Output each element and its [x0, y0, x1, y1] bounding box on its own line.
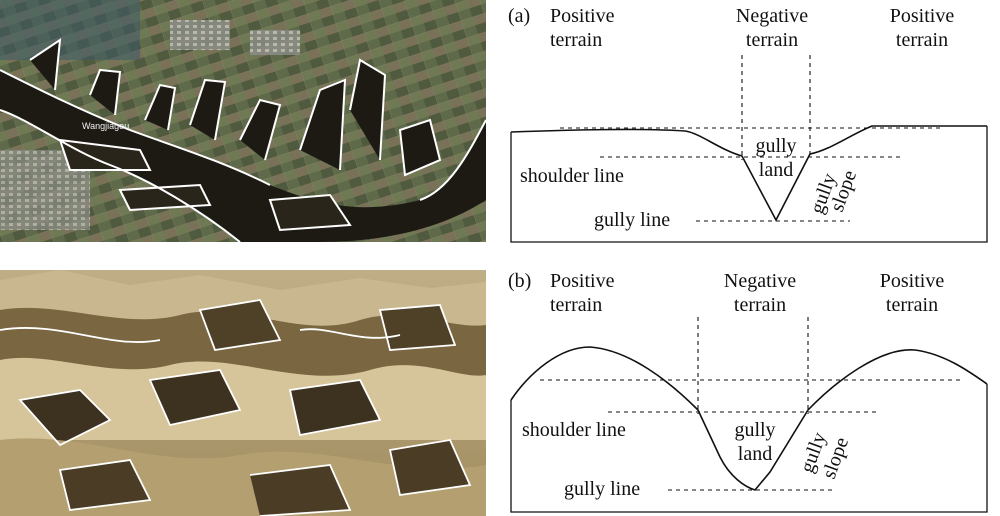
panel-b-gully-land-line1: gully [734, 419, 775, 441]
aerial-image [0, 270, 486, 516]
panel-b-right-region-line2: terrain [886, 294, 938, 316]
panel-b-middle-region-line1: Negative [724, 270, 796, 292]
panel-a-right-region-line1: Positive [890, 5, 955, 27]
aerial-gully-photo [0, 270, 486, 516]
panel-a-tag: (a) [508, 5, 530, 27]
panel-b-middle-region-line2: terrain [734, 294, 786, 316]
panel-a-middle-region-line1: Negative [736, 5, 808, 27]
panel-a-gully-slope-line2: slope [826, 167, 861, 214]
diagram-b: (b) Positive terrain Negative terrain Po… [490, 262, 1000, 516]
satellite-gully-photo: Wangjiagou [0, 0, 486, 242]
place-label: Wangjiagou [82, 121, 129, 131]
panel-a-right-region-line2: terrain [896, 29, 948, 51]
panel-b-dashed-guides [540, 317, 960, 491]
panel-b-tag: (b) [508, 270, 531, 292]
panel-b-gully-line-label: gully line [564, 478, 640, 500]
panel-a-gully-land-line2: land [759, 159, 793, 181]
panel-b-left-region-line2: terrain [550, 294, 602, 316]
panel-a-left-region-line1: Positive [550, 5, 615, 27]
panel-a-dashed-guides [560, 55, 940, 222]
gully-boundary-lines [0, 37, 486, 242]
panel-a-middle-region-line2: terrain [746, 29, 798, 51]
panel-a-frame [510, 126, 988, 243]
panel-b-gully-land-line2: land [738, 443, 772, 465]
diagram-a: (a) Positive terrain Negative terrain Po… [490, 0, 1000, 250]
panel-b-frame [510, 384, 988, 513]
panel-b-terrain-profile [510, 346, 988, 491]
panel-a-gully-line-label: gully line [594, 209, 670, 231]
panel-a-gully-land-line1: gully [755, 135, 796, 157]
panel-b-right-region-line1: Positive [880, 270, 945, 292]
satellite-image: Wangjiagou [0, 0, 486, 242]
panel-b-shoulder-line-label: shoulder line [522, 419, 626, 441]
panel-a-shoulder-line-label: shoulder line [520, 165, 624, 187]
panel-b-left-region-line1: Positive [550, 270, 615, 292]
panel-a-left-region-line2: terrain [550, 29, 602, 51]
gully-network [0, 40, 486, 242]
panel-a-terrain-profile [510, 125, 987, 222]
gully-boundary-lines-b [0, 299, 472, 516]
